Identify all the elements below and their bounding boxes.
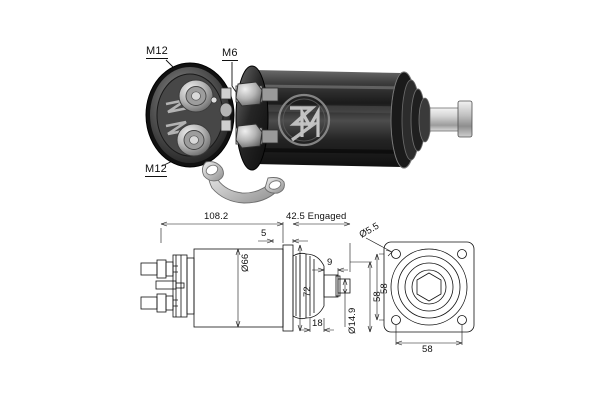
side-view	[140, 244, 351, 332]
dim-shaft-diameter: Ø14.9	[347, 307, 358, 334]
dim-nose-length: 18	[312, 318, 323, 329]
side-terminal-studs	[235, 81, 279, 149]
rear-cap	[390, 71, 432, 169]
technical-drawing	[140, 221, 475, 346]
callout-m12-bottom: M12	[145, 163, 167, 177]
callout-m6: M6	[222, 47, 238, 61]
dim-hole-pitch-x: 58	[422, 344, 433, 355]
dim-overall-length: 108.2	[204, 211, 229, 222]
brand-logo-zm	[277, 93, 331, 147]
terminal-end-cap	[145, 62, 269, 171]
end-view	[383, 241, 475, 333]
terminal-m6-group	[210, 87, 233, 132]
terminal-m12-top	[178, 79, 214, 113]
mounting-bracket-clamp	[201, 161, 285, 204]
side-view-dimensions	[160, 221, 373, 333]
dim-shaft-length: 9	[327, 257, 333, 268]
terminal-m12-bottom	[176, 123, 212, 157]
dim-plunger-height: 72	[302, 286, 313, 297]
plunger-shaft	[429, 100, 473, 138]
dim-step: 5	[261, 228, 267, 239]
dim-body-diameter: Ø66	[240, 253, 251, 272]
solenoid-photo	[145, 62, 473, 171]
dim-engaged-stroke: 42.5 Engaged	[286, 211, 347, 222]
dim-hole-pitch-y: 58	[379, 283, 390, 294]
end-view-dimensions	[365, 237, 463, 346]
callout-m12-top: M12	[146, 45, 168, 59]
